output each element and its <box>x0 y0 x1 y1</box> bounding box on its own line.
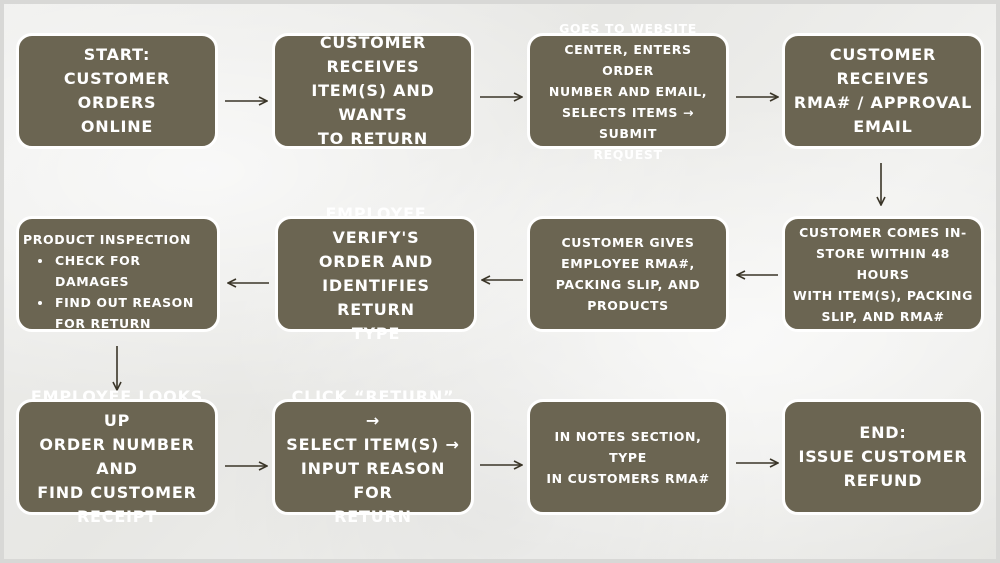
step-rma-email: Customer receives RMA# / approval email <box>782 33 984 149</box>
step-verify-order: Employee verify's order and identifies r… <box>275 204 477 343</box>
step-notes-text: In notes section, type in customers RMA# <box>546 428 710 486</box>
step-receives-items-text: Customer receives item(s) and wants to r… <box>311 33 435 148</box>
inspection-bullet-reason: Find out reason for return <box>53 292 213 334</box>
inspection-list: Check for damages Find out reason for re… <box>23 250 213 334</box>
step-verify-order-text: Employee verify's order and identifies r… <box>318 204 434 343</box>
step-end: End: Issue customer refund <box>782 399 984 515</box>
step-notes: In notes section, type in customers RMA# <box>527 399 729 515</box>
step-website-text: Goes to website center, enters order num… <box>548 20 708 162</box>
step-gives-rma: Customer gives employee RMA#, packing sl… <box>527 216 729 332</box>
step-end-text: End: Issue customer refund <box>798 423 968 490</box>
inspection-title: Product inspection <box>23 232 192 247</box>
step-inspection: Product inspection Check for damages Fin… <box>16 216 220 332</box>
step-lookup-text: Employee looks up order number and find … <box>30 387 204 526</box>
step-rma-email-text: Customer receives RMA# / approval email <box>793 45 973 136</box>
step-click-return-text: Click “return” → select item(s) → input … <box>286 387 460 526</box>
step-lookup: Employee looks up order number and find … <box>16 387 218 526</box>
step-in-store-text: Customer comes in- store within 48 hours… <box>793 224 973 324</box>
step-start: Start: Customer orders online <box>16 33 218 149</box>
step-in-store: Customer comes in- store within 48 hours… <box>782 216 984 332</box>
step-start-text: Start: Customer orders online <box>63 45 171 136</box>
inspection-bullet-damages: Check for damages <box>53 250 213 292</box>
step-click-return: Click “return” → select item(s) → input … <box>272 387 474 526</box>
step-gives-rma-text: Customer gives employee RMA#, packing sl… <box>555 235 701 313</box>
step-website: Goes to website center, enters order num… <box>527 21 729 162</box>
flow-arrows <box>4 4 996 559</box>
step-receives-items: Customer receives item(s) and wants to r… <box>272 33 474 149</box>
flowchart-canvas: Start: Customer orders online Customer r… <box>4 4 996 559</box>
